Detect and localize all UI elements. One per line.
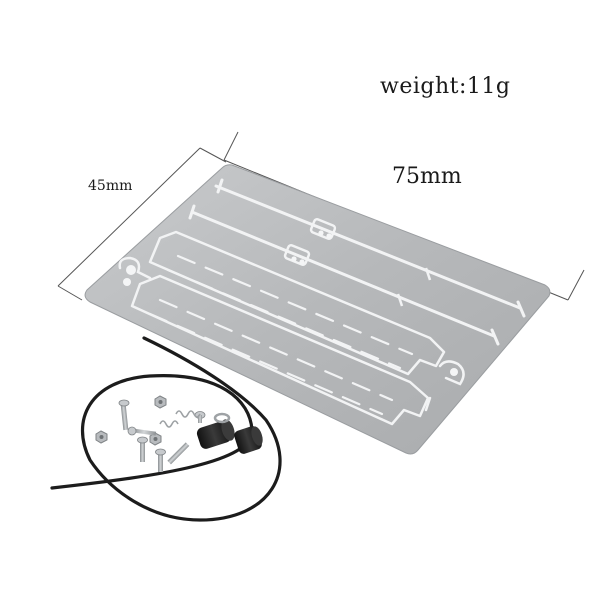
width-dimension-tick-left — [223, 131, 239, 161]
end-cap-2 — [234, 426, 263, 454]
frame-slots — [148, 254, 414, 416]
weight-label: weight:11g — [380, 74, 511, 99]
spring-2 — [159, 420, 179, 428]
screw-short — [127, 426, 157, 436]
plate-rails — [188, 178, 526, 346]
width-dimension-tick-right — [567, 269, 585, 301]
height-dimension-line — [57, 147, 201, 287]
mounting-holes — [123, 230, 458, 376]
plate-body — [84, 164, 551, 455]
width-dimension-label: 75mm — [392, 164, 462, 189]
screw-vertical-1 — [137, 436, 148, 462]
etched-plate — [84, 164, 551, 455]
height-dimension-label: 45mm — [88, 178, 133, 194]
spring-1 — [175, 410, 201, 418]
hardware-parts — [95, 395, 231, 472]
nut-1 — [154, 395, 167, 409]
nut-2 — [95, 430, 108, 444]
screw-vertical-2 — [155, 448, 166, 472]
screw-angled — [167, 442, 190, 465]
rubber-end-caps — [196, 419, 263, 454]
hook-parts — [118, 256, 465, 412]
height-dimension-tick-bottom — [57, 285, 83, 301]
height-dimension-tick-top — [199, 147, 227, 163]
screw-long — [118, 399, 130, 431]
end-cap-1 — [196, 419, 235, 449]
washer — [213, 412, 231, 424]
